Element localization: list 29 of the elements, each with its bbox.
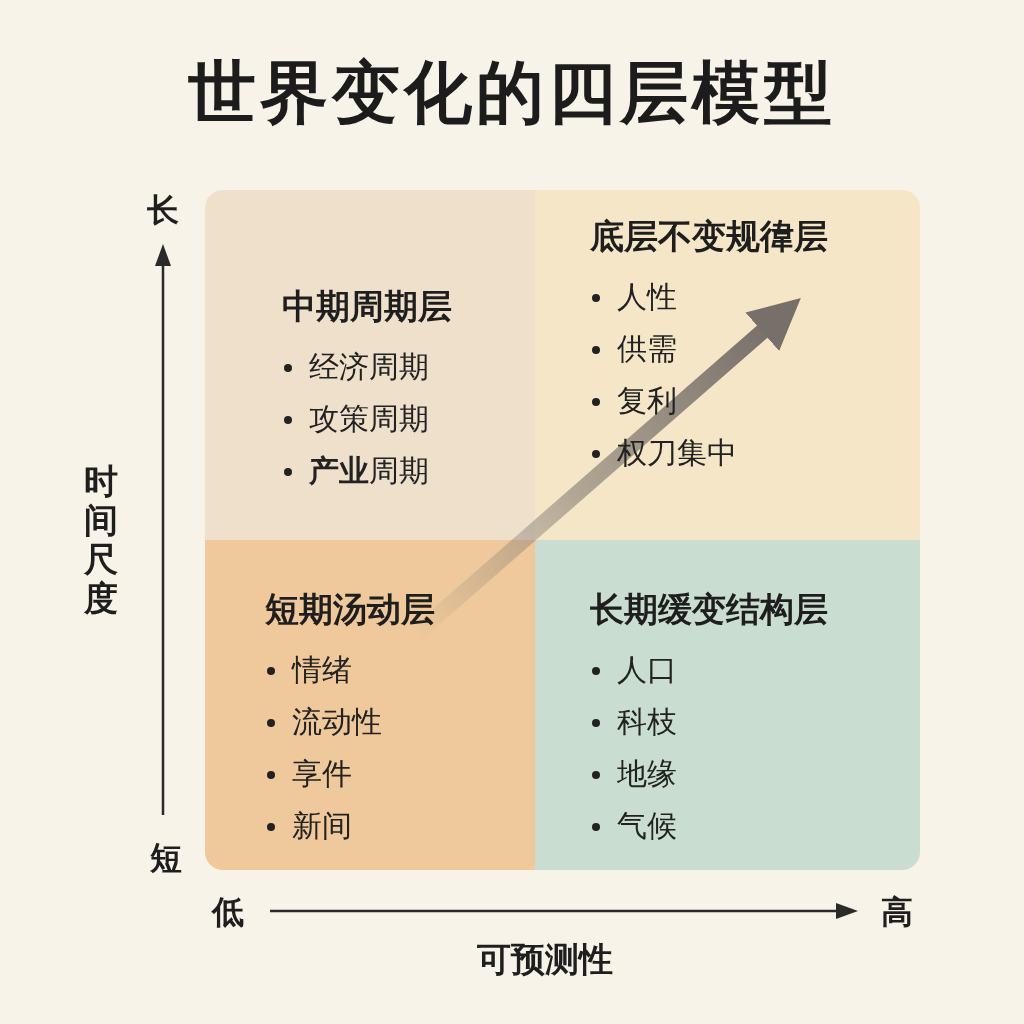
- axis-label: 可预测性: [477, 940, 613, 980]
- list-item: 气候: [590, 799, 677, 852]
- quadrant-panel: [535, 540, 920, 870]
- list-item: 复利: [590, 374, 677, 427]
- list-item: 供需: [590, 322, 677, 375]
- title: 世界变化的四层模型: [188, 52, 836, 134]
- list-item: 人口: [590, 643, 677, 696]
- quadrant-panel: [205, 190, 535, 540]
- axis-label: 短: [150, 839, 182, 877]
- list-item: 产业周期: [282, 444, 429, 497]
- quadrant-heading: 短期汤动层: [265, 589, 435, 630]
- list-item: 科枝: [590, 695, 677, 748]
- list-item: 享件: [265, 747, 352, 800]
- list-item: 新间: [265, 799, 352, 852]
- quadrant-heading: 中期周期层: [282, 286, 452, 327]
- list-item: 攻策周期: [282, 392, 429, 445]
- axis-label: 低: [212, 893, 244, 931]
- axis-label: 高: [881, 893, 913, 931]
- list-item: 流动性: [265, 695, 382, 748]
- list-item: 经济周期: [282, 340, 429, 393]
- list-item: 情绪: [265, 643, 352, 696]
- list-item: 地缘: [590, 747, 677, 800]
- quadrant-heading: 长期缓变结构层: [590, 589, 828, 630]
- axis-label: 长: [147, 191, 179, 229]
- quadrant-panel: [205, 540, 535, 870]
- list-item: 人性: [590, 270, 677, 323]
- quadrant-heading: 底层不变规徫层: [590, 216, 828, 257]
- axis-label: 时间尺度: [84, 461, 118, 619]
- quadrant-panel: [535, 190, 920, 540]
